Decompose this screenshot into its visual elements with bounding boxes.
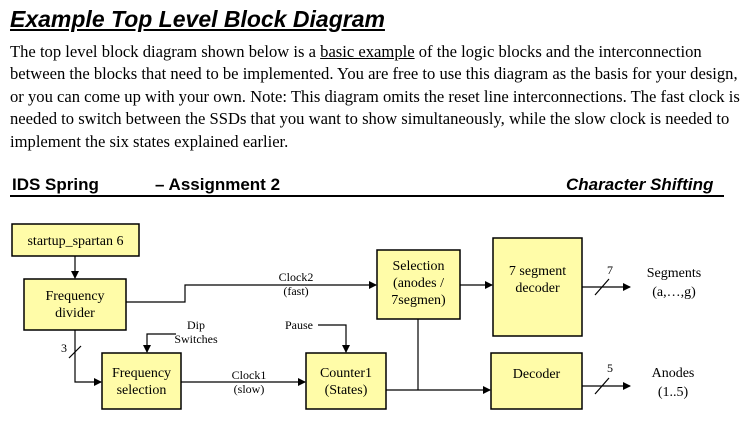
freq-selection-line-1: Frequency — [112, 366, 171, 381]
bus-width-3: 3 — [61, 341, 67, 355]
block-frequency-selection: Frequency selection — [101, 352, 182, 410]
page-title-text: Example Top Level Block Diagram — [10, 6, 385, 32]
intro-paragraph: The top level block diagram shown below … — [10, 41, 740, 153]
selection-line-1: Selection — [392, 259, 444, 274]
clock1-label-1: Clock1 — [232, 368, 267, 382]
wire-bus7-slash — [594, 278, 610, 296]
counter-line-2: (States) — [325, 383, 368, 398]
block-7segment-decoder: 7 segment decoder — [492, 237, 583, 337]
pause-label: Pause — [285, 318, 313, 332]
bus-width-7: 7 — [607, 263, 613, 277]
freq-divider-line-1: Frequency — [45, 289, 104, 304]
intro-text-start: The top level block diagram shown below … — [10, 42, 321, 61]
dip-label-1: Dip — [187, 318, 205, 332]
selection-line-3: 7segmen) — [391, 293, 446, 308]
anodes-label-2: (1..5) — [658, 385, 689, 400]
page-title: Example Top Level Block Diagram — [10, 2, 385, 36]
freq-divider-line-2: divider — [55, 306, 95, 321]
basic-example-link[interactable]: basic example — [320, 42, 415, 61]
clock2-label-1: Clock2 — [279, 270, 314, 284]
freq-selection-line-2: selection — [117, 383, 167, 398]
seg-decoder-line-1: 7 segment — [509, 264, 566, 279]
wire-bus3-slash — [68, 345, 82, 359]
figure-header-rule — [10, 195, 724, 197]
wire-divider-to-selection — [74, 330, 102, 386]
clock2-label-2: (fast) — [283, 284, 308, 298]
counter-line-1: Counter1 — [320, 366, 372, 381]
block-frequency-divider: Frequency divider — [23, 278, 127, 331]
anodes-label-1: Anodes — [652, 366, 695, 381]
block-decoder: Decoder — [490, 352, 583, 410]
segments-label-2: (a,…,g) — [652, 285, 696, 300]
figure-course-label: IDS Spring — [12, 175, 99, 194]
intro-text-end: of the logic blocks and the interconnect… — [10, 42, 740, 151]
figure-assignment-label: – Assignment 2 — [155, 175, 281, 194]
connection-wires — [68, 256, 631, 395]
wire-dip-switches — [143, 333, 176, 353]
block-counter: Counter1 (States) — [305, 352, 387, 410]
clock1-label-2: (slow) — [234, 382, 265, 396]
bus-width-5: 5 — [607, 361, 613, 375]
segments-label-1: Segments — [647, 266, 701, 281]
selection-line-2: (anodes / — [393, 276, 444, 291]
decoder-label: Decoder — [513, 367, 561, 382]
wire-clock2 — [126, 281, 377, 303]
wire-bus5-slash — [594, 377, 610, 395]
seg-decoder-line-2: decoder — [515, 281, 560, 296]
block-selection: Selection (anodes / 7segmen) — [376, 249, 461, 320]
block-startup: startup_spartan 6 — [11, 223, 140, 257]
dip-label-2: Switches — [174, 332, 218, 346]
wire-pause — [318, 324, 350, 353]
figure-topic-label: Character Shifting — [566, 175, 714, 194]
block-startup-label: startup_spartan 6 — [27, 234, 123, 249]
